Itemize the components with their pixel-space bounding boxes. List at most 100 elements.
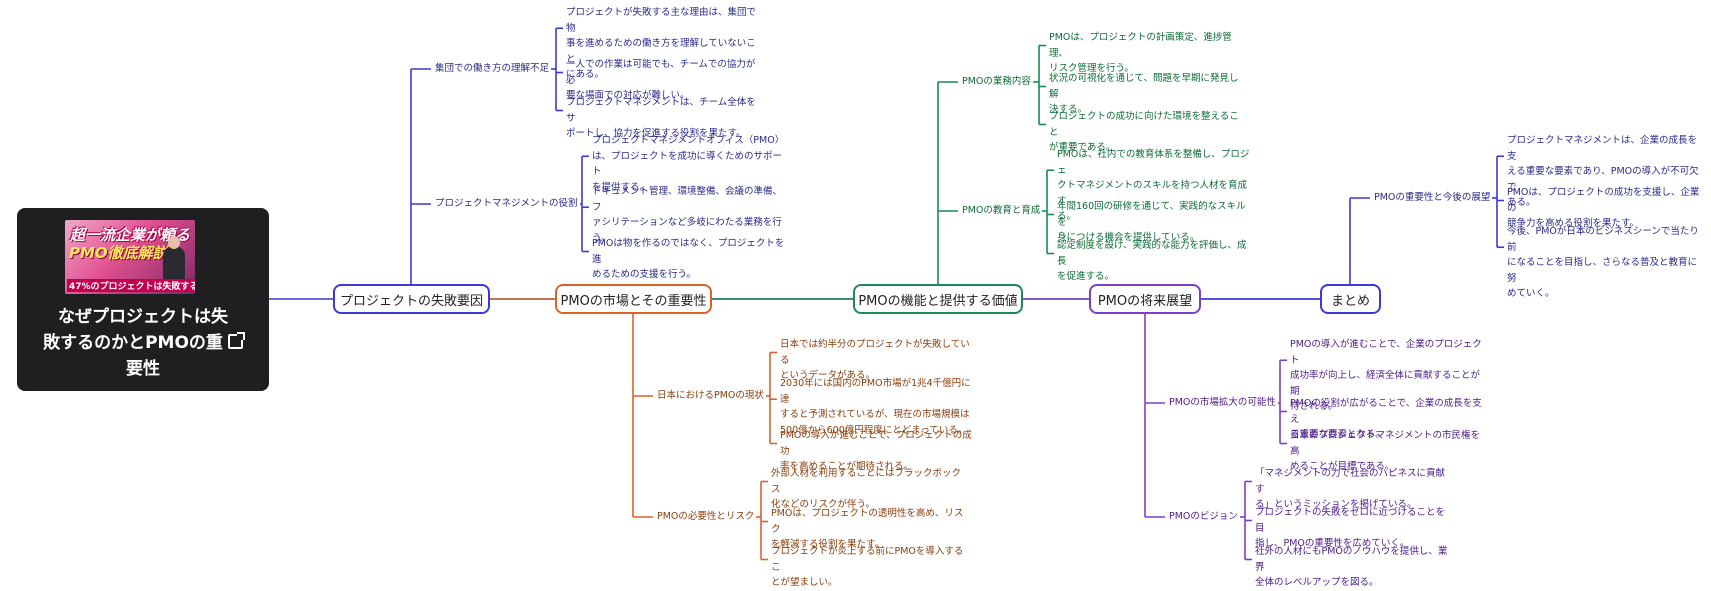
leaf-node: 日本のプロジェクトマネジメントの市民権を高めることが目標である。 xyxy=(1290,428,1488,475)
leaf-line: というデータがある。 xyxy=(780,370,876,381)
leaf-line: は、プロジェクトを成功に導くためのサポート xyxy=(592,150,783,178)
leaf-node: 「マネジメントの力で社会のハピネスに貢献する」というミッションを掲げている。 xyxy=(1255,466,1453,513)
leaf-node: 年間160回の研修を通じて、実践的なスキルを身につける機会を提供している。 xyxy=(1057,199,1255,246)
leaf-line: る重要な要素となる。 xyxy=(1290,429,1385,440)
main-node-function[interactable]: PMOの機能と提供する価値 xyxy=(853,284,1023,314)
leaf-node: 状況の可視化を通じて、問題を早期に発見し解決する。 xyxy=(1049,71,1247,118)
leaf-node: ドキュメント管理、環境整備、会議の準備、ファシリテーションなど多岐にわたる業務を… xyxy=(592,184,790,246)
leaf-line: にある。 xyxy=(566,69,605,80)
leaf-line: PMOは、プロジェクトの透明性を高め、リスク xyxy=(771,508,964,535)
leaf-line: プロジェクトが失敗する主な理由は、集団で物 xyxy=(566,7,757,34)
sub-node[interactable]: PMOの重要性と今後の展望 xyxy=(1372,191,1493,205)
leaf-line: 決する。 xyxy=(1049,104,1088,115)
leaf-line: 成功率が向上し、経済全体に貢献することが期 xyxy=(1290,370,1481,397)
leaf-node: PMOは、社内での教育体系を整備し、プロジェクトマネジメントのスキルを持つ人材を… xyxy=(1057,147,1255,225)
leaf-node: 社外の人材にもPMOのノウハウを提供し、業界全体のレベルアップを図る。 xyxy=(1255,544,1453,591)
leaf-line: 社外の人材にもPMOのノウハウを提供し、業界 xyxy=(1255,546,1448,573)
leaf-node: 日本では約半分のプロジェクトが失敗しているというデータがある。 xyxy=(780,337,978,384)
leaf-line: プロジェクトマネジメントオフィス（PMO） xyxy=(592,135,785,146)
leaf-node: プロジェクトマネジメントオフィス（PMO） は、プロジェクトを成功に導くためのサポ… xyxy=(592,133,790,195)
main-node-summary[interactable]: まとめ xyxy=(1320,284,1381,314)
presenter-image xyxy=(163,236,185,286)
leaf-line: 事を進めるための働き方を理解していないこと xyxy=(566,38,756,65)
leaf-line: 率を高めることが期待される。 xyxy=(780,461,914,472)
leaf-line: 競争力を高める役割を果たす。 xyxy=(1507,218,1640,229)
leaf-node: PMOは、プロジェクトの計画策定、進捗管理、リスク管理を行う。 xyxy=(1049,30,1247,77)
leaf-line: めるための支援を行う。 xyxy=(592,269,696,280)
leaf-node: プロジェクトの成功に向けた環境を整えることが重要である。 xyxy=(1049,109,1247,156)
leaf-node: 今後、PMOが日本のビジネスシーンで当たり前になることを目指し、さらなる普及と教… xyxy=(1507,224,1705,302)
leaf-line: PMOは、社内での教育体系を整備し、プロジェ xyxy=(1057,149,1250,176)
leaf-line: 年間160回の研修を通じて、実践的なスキルを xyxy=(1057,201,1246,228)
root-title-line: なぜプロジェクトは失 xyxy=(58,307,228,327)
leaf-line: めていく。 xyxy=(1507,288,1555,299)
leaf-line: 500億から600億円程度にとどまっている。 xyxy=(780,424,968,436)
video-thumbnail[interactable]: 超一流企業が頼る PMO徹底解説 47%のプロジェクトは失敗する? xyxy=(65,220,195,294)
leaf-line: 今後、PMOが日本のビジネスシーンで当たり前 xyxy=(1507,226,1699,253)
leaf-line: プロジェクトの成功に向けた環境を整えること xyxy=(1049,111,1239,138)
sub-node[interactable]: PMOの必要性とリスク xyxy=(655,510,757,524)
leaf-line: 指し、PMOの重要性を広めていく。 xyxy=(1255,538,1410,549)
leaf-line: PMOの導入が進むことで、企業のプロジェクト xyxy=(1290,339,1482,366)
leaf-line: PMOは、プロジェクトの計画策定、進捗管理、 xyxy=(1049,32,1232,59)
leaf-node: PMOの役割が広がることで、企業の成長を支える重要な要素となる。 xyxy=(1290,396,1488,443)
thumbnail-subtitle: PMO徹底解説 xyxy=(69,244,168,262)
leaf-line: になることを目指し、さらなる普及と教育に努 xyxy=(1507,257,1698,284)
root-node[interactable]: 超一流企業が頼る PMO徹底解説 47%のプロジェクトは失敗する? なぜプロジェ… xyxy=(17,208,269,391)
leaf-line: PMOの役割が広がることで、企業の成長を支え xyxy=(1290,398,1482,425)
leaf-node: PMOの導入が進むことで、プロジェクトの成功率を高めることが期待される。 xyxy=(780,428,978,475)
leaf-line: ァシリテーションなど多岐にわたる業務を行 xyxy=(592,217,782,228)
leaf-line: 日本では約半分のプロジェクトが失敗している xyxy=(780,339,970,366)
leaf-line: 外部人材を利用することにはブラックボックス xyxy=(771,468,962,495)
leaf-line: 待される。 xyxy=(1290,401,1338,412)
main-node-failure[interactable]: プロジェクトの失敗要因 xyxy=(333,284,490,314)
leaf-node: 外部人材を利用することにはブラックボックス化などのリスクが伴う。 xyxy=(771,466,969,513)
leaf-line: 一人での作業は可能でも、チームでの協力が必 xyxy=(566,59,756,86)
root-title: なぜプロジェクトは失 敗するのかとPMOの重 要性 xyxy=(29,304,257,382)
leaf-node: プロジェクトが失敗する主な理由は、集団で物事を進めるための働き方を理解していない… xyxy=(566,5,764,83)
leaf-node: 一人での作業は可能でも、チームでの協力が必要な場面での対応が難しい。 xyxy=(566,57,764,104)
sub-node[interactable]: 集団での働き方の理解不足 xyxy=(433,62,552,76)
sub-node[interactable]: PMOの教育と育成 xyxy=(960,204,1043,218)
leaf-node: PMOは、プロジェクトの透明性を高め、リスクを軽減する役割を果たす。 xyxy=(771,506,969,553)
leaf-line: る。 xyxy=(1057,211,1077,222)
leaf-node: PMOの導入が進むことで、企業のプロジェクト成功率が向上し、経済全体に貢献するこ… xyxy=(1290,337,1488,415)
thumbnail-banner: 47%のプロジェクトは失敗する? xyxy=(67,279,195,292)
leaf-line: リスク管理を行う。 xyxy=(1049,63,1134,74)
sub-node[interactable]: プロジェクトマネジメントの役割 xyxy=(433,197,580,211)
sub-node[interactable]: PMOのビジョン xyxy=(1167,510,1240,524)
external-link-icon[interactable] xyxy=(227,332,245,349)
leaf-line: 身につける機会を提供している。 xyxy=(1057,232,1200,243)
sub-node[interactable]: PMOの市場拡大の可能性 xyxy=(1167,396,1278,410)
leaf-node: PMOは、プロジェクトの成功を支援し、企業の競争力を高める役割を果たす。 xyxy=(1507,185,1705,232)
leaf-line: を促進する。 xyxy=(1057,271,1115,282)
leaf-node: プロジェクトの失敗をゼロに近づけることを目指し、PMOの重要性を広めていく。 xyxy=(1255,505,1453,552)
root-title-line: 敗するのかとPMOの重 xyxy=(29,330,257,356)
root-title-line: 要性 xyxy=(126,359,160,379)
sub-node[interactable]: 日本におけるPMOの現状 xyxy=(655,389,766,403)
leaf-line: を軽減する役割を果たす。 xyxy=(771,539,885,550)
leaf-line: 状況の可視化を通じて、問題を早期に発見し解 xyxy=(1049,73,1239,100)
leaf-node: プロジェクトが炎上する前にPMOを導入することが望ましい。 xyxy=(771,544,969,591)
sub-node[interactable]: PMOの業務内容 xyxy=(960,75,1033,89)
leaf-node: PMOは物を作るのではなく、プロジェクトを進めるための支援を行う。 xyxy=(592,236,790,283)
main-node-future[interactable]: PMOの将来展望 xyxy=(1089,284,1201,314)
leaf-line: 2030年には国内のPMO市場が1兆4千億円に達 xyxy=(780,378,971,405)
leaf-line: 認定制度を設け、実践的な能力を評価し、成長 xyxy=(1057,240,1247,267)
leaf-line: る」というミッションを掲げている。 xyxy=(1255,499,1417,510)
leaf-line: 化などのリスクが伴う。 xyxy=(771,499,875,510)
leaf-node: 2030年には国内のPMO市場が1兆4千億円に達すると予測されているが、現在の市… xyxy=(780,376,978,438)
leaf-line: ある。 xyxy=(1507,197,1536,208)
leaf-line: PMOは、プロジェクトの成功を支援し、企業の xyxy=(1507,187,1700,214)
leaf-line: PMOの導入が進むことで、プロジェクトの成功 xyxy=(780,430,972,457)
main-node-market[interactable]: PMOの市場とその重要性 xyxy=(555,284,712,314)
leaf-line: 日本のプロジェクトマネジメントの市民権を高 xyxy=(1290,430,1481,457)
leaf-line: 要な場面での対応が難しい。 xyxy=(566,90,690,101)
leaf-line: クトマネジメントのスキルを持つ人材を育成す xyxy=(1057,180,1248,207)
leaf-line: すると予測されているが、現在の市場規模は xyxy=(780,409,970,420)
leaf-line: プロジェクトマネジメントは、チーム全体をサ xyxy=(566,97,756,124)
leaf-line: う。 xyxy=(592,232,611,244)
leaf-line: めることが目標である。 xyxy=(1290,461,1395,472)
leaf-line: 「マネジメントの力で社会のハピネスに貢献す xyxy=(1255,468,1446,495)
leaf-node: プロジェクトマネジメントは、チーム全体をサポートし、協力を促進する役割を果たす。 xyxy=(566,95,764,142)
